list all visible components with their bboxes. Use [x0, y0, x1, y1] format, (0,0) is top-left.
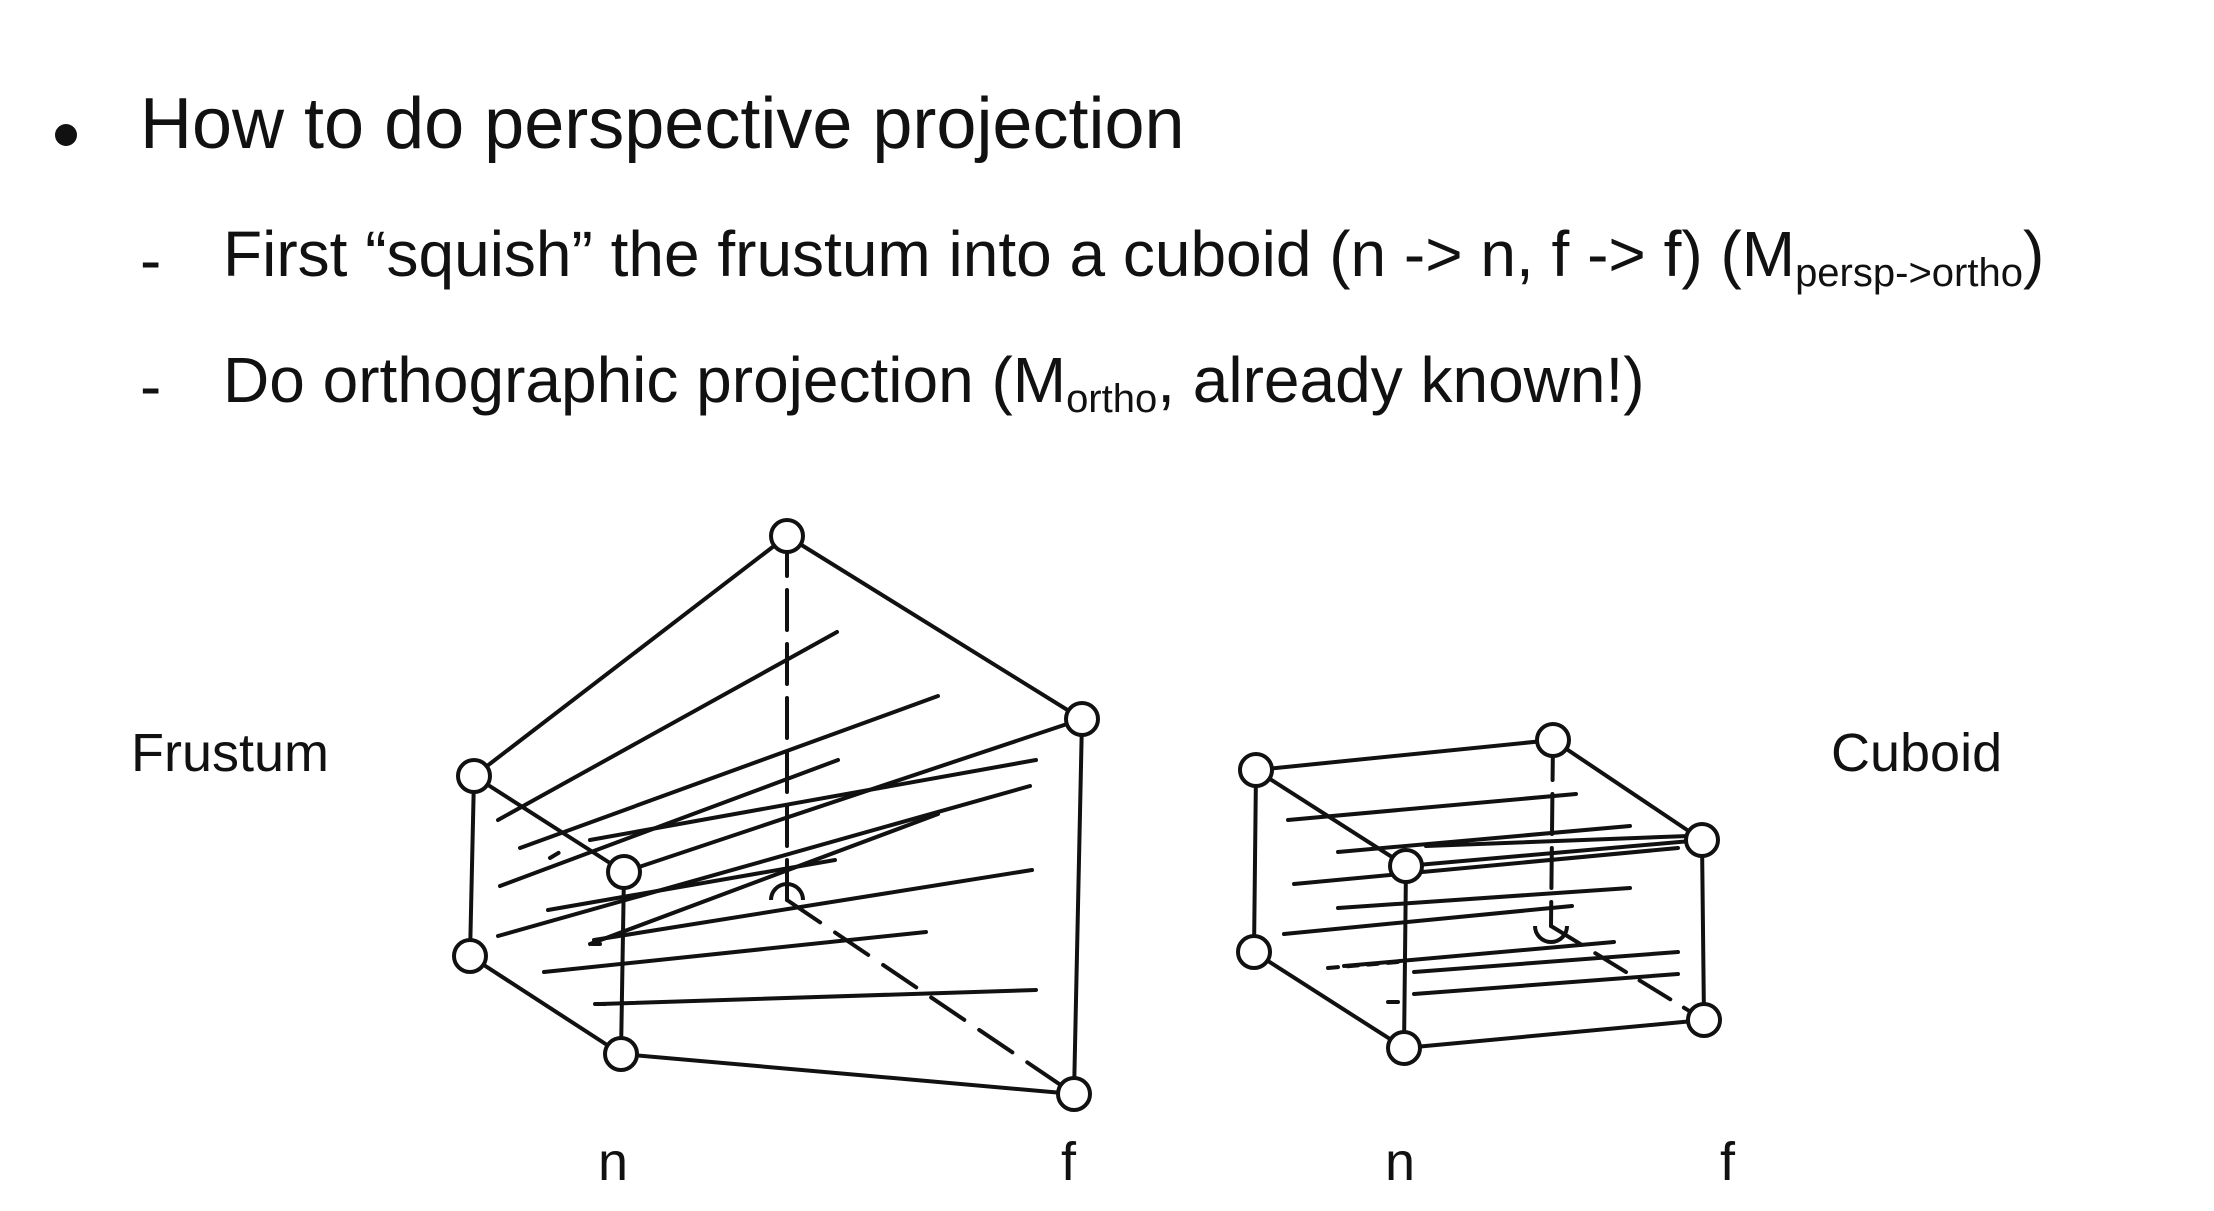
bullet-text: How to do perspective projection — [140, 84, 1185, 164]
subpoint-subscript: ortho — [1066, 377, 1158, 421]
subpoint-dash: - — [140, 224, 162, 296]
subpoint-text: First “squish” the frustum into a cuboid… — [223, 222, 2044, 293]
cuboid-far-label: f — [1720, 1132, 1736, 1192]
frustum-label: Frustum — [131, 723, 329, 783]
frustum-near-label: n — [598, 1132, 628, 1192]
subpoint-text-main: Do orthographic projection (M — [223, 344, 1067, 416]
subpoint-dash: - — [140, 350, 162, 422]
frustum-far-label: f — [1061, 1132, 1077, 1192]
subpoint-text-main: First “squish” the frustum into a cuboid… — [223, 218, 1796, 290]
subpoint-text: Do orthographic projection (Mortho, alre… — [223, 348, 1645, 419]
subpoint-text-end: , already known!) — [1157, 344, 1645, 416]
bullet-dot — [55, 124, 77, 146]
cuboid-near-label: n — [1385, 1132, 1415, 1192]
subpoint-subscript: persp->ortho — [1795, 251, 2023, 295]
cuboid-label: Cuboid — [1831, 723, 2002, 783]
subpoint-text-end: ) — [2022, 218, 2045, 290]
vertex-markers — [452, 518, 1722, 1112]
cuboid-shape — [1252, 738, 1706, 1050]
frustum-shape — [468, 534, 1084, 1096]
